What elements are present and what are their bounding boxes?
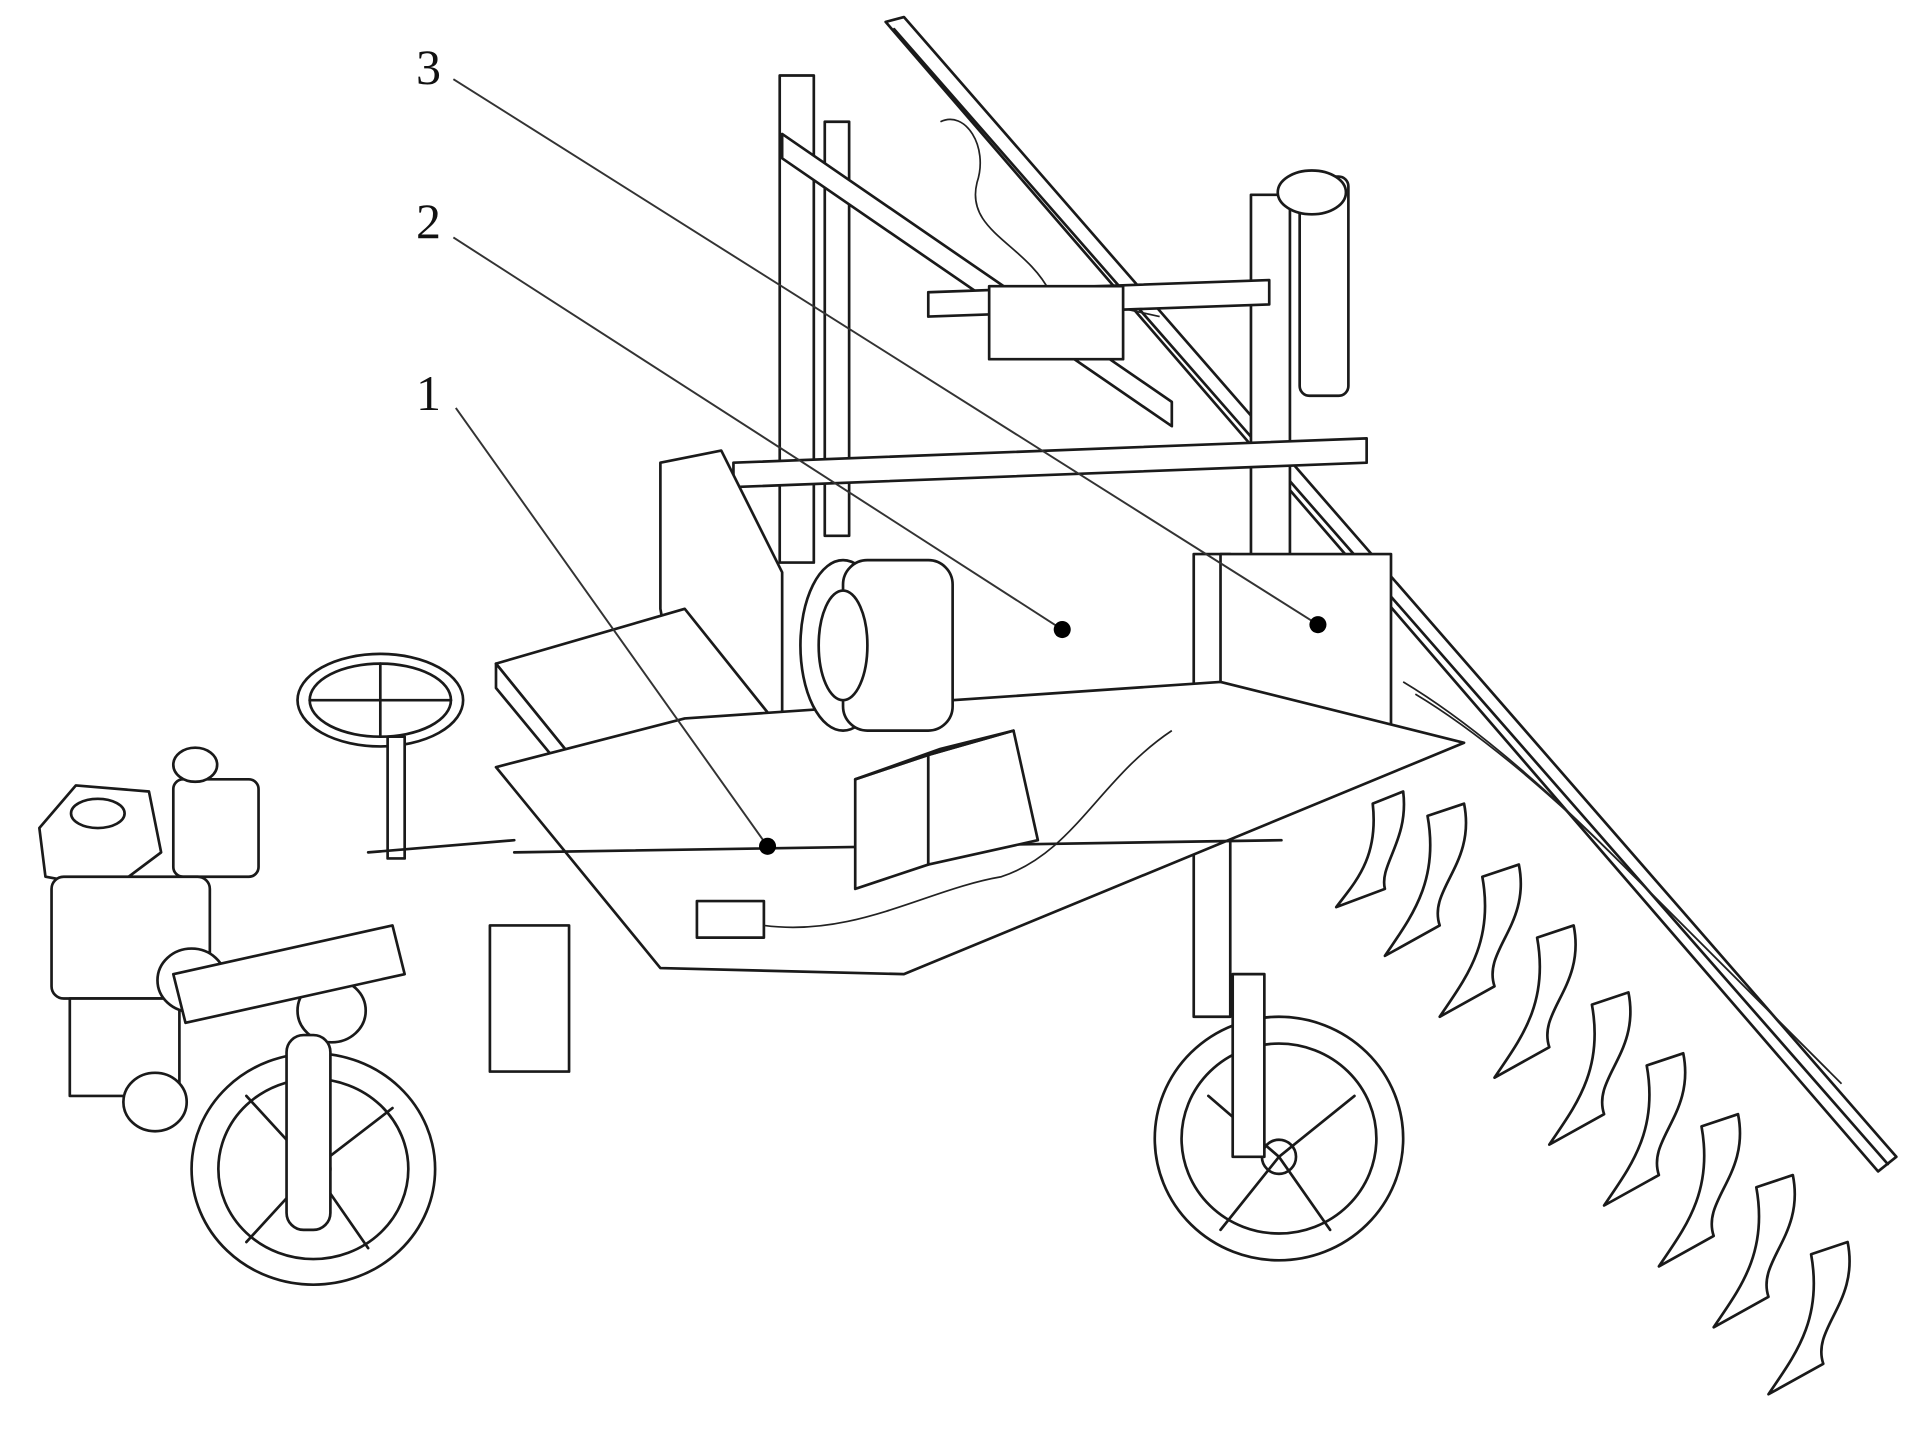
callout-leaders [452,78,1327,855]
leader-line-3 [452,78,1319,626]
rear-wheel [1153,972,1405,1262]
callout-label-1: 1 [412,368,445,418]
leader-line-1 [455,407,769,847]
tines [1334,790,1851,1396]
callout-point-1 [759,837,777,855]
callout-label-2: 2 [412,196,445,246]
front-wheel [190,1033,437,1286]
engine [38,746,571,1133]
steering-wheel [296,652,465,860]
controller-box [695,899,766,939]
batteries [853,729,1040,891]
callout-label-3: 3 [412,42,445,92]
callout-point-3 [1309,616,1327,634]
leader-line-2 [452,236,1063,631]
motor [799,558,954,732]
callout-point-2 [1053,621,1071,639]
